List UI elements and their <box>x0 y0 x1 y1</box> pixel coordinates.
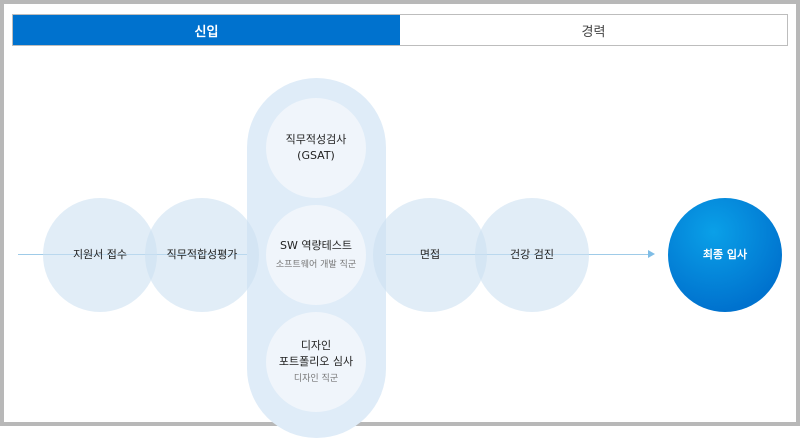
step-label-sub: (GSAT) <box>297 149 335 162</box>
step-final-hire: 최종 입사 <box>668 198 782 312</box>
step-label: 건강 검진 <box>510 248 554 262</box>
step-label: 최종 입사 <box>702 248 748 262</box>
step-design-portfolio: 디자인 포트폴리오 심사 디자인 직군 <box>266 312 366 412</box>
step-label: 포트폴리오 심사 <box>278 354 354 368</box>
step-label: SW 역량테스트 <box>280 238 352 252</box>
step-label: 면접 <box>419 248 441 262</box>
step-health-check: 건강 검진 <box>475 198 589 312</box>
step-label: 디자인 <box>300 339 332 353</box>
tab-new-grad[interactable]: 신입 <box>13 15 400 45</box>
tab-experienced[interactable]: 경력 <box>400 15 787 45</box>
step-label: 직무적성검사 <box>285 133 347 147</box>
step-label: 직무적합성평가 <box>166 248 238 262</box>
step-job-fit: 직무적합성평가 <box>145 198 259 312</box>
step-note: 디자인 직군 <box>293 373 339 384</box>
arrow-right-icon <box>648 250 655 258</box>
step-note: 소프트웨어 개발 직군 <box>275 260 357 271</box>
step-interview: 면접 <box>373 198 487 312</box>
step-sw-test: SW 역량테스트 소프트웨어 개발 직군 <box>266 205 366 305</box>
step-gsat: 직무적성검사 (GSAT) <box>266 98 366 198</box>
step-apply: 지원서 접수 <box>43 198 157 312</box>
step-label: 지원서 접수 <box>72 248 128 262</box>
tab-bar: 신입 경력 <box>12 14 788 46</box>
